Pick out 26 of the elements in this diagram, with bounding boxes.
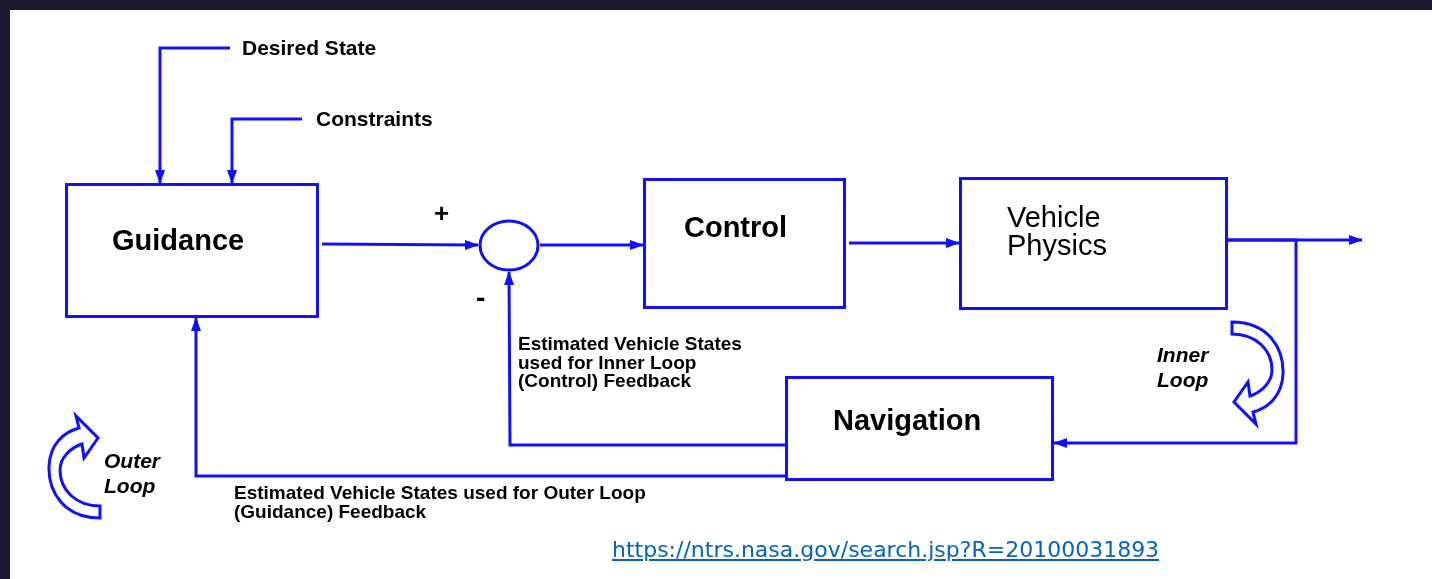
arrow (504, 271, 785, 447)
arrow (540, 240, 644, 250)
loop-label: Outer Loop (104, 448, 162, 499)
summing-junction (478, 219, 540, 272)
arrow (849, 238, 960, 248)
arrow (227, 117, 302, 184)
arrow (322, 239, 479, 250)
block-title: Vehicle Physics (1007, 203, 1108, 260)
block-title: Navigation (833, 404, 982, 437)
arrow (155, 46, 230, 184)
block (65, 183, 319, 318)
input-label: Desired State (230, 34, 442, 62)
edge-label: Estimated Vehicle States used for Outer Loop (Guidance) Feedback (234, 484, 647, 522)
loop-label: Inner Loop (1157, 342, 1211, 393)
block (643, 178, 846, 309)
plus-sign: + (434, 198, 450, 229)
block-title: Guidance (112, 224, 245, 257)
block (785, 376, 1054, 481)
arrow (191, 317, 785, 478)
minus-sign: - (476, 282, 486, 314)
block (959, 177, 1228, 310)
edge-label: Estimated Vehicle States used for Inner Loop (Control) Feedback (518, 335, 743, 391)
source-link: https://ntrs.nasa.gov/search.jsp?R=20100031893 (612, 537, 1160, 562)
block-title: Control (684, 211, 788, 244)
arrow (1053, 238, 1298, 448)
input-label: Constraints (302, 105, 492, 133)
